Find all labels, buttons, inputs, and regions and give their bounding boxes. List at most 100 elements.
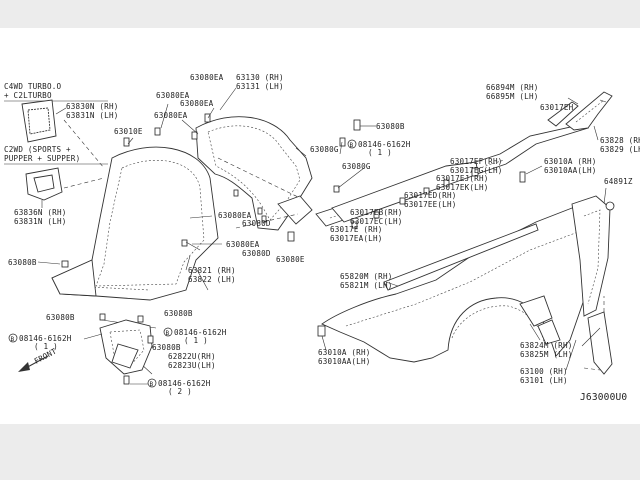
label-64891z: 64891Z — [604, 177, 633, 186]
label-63017eb-rh: 63017EB(RH) — [350, 208, 403, 217]
leader-lines-right — [529, 323, 601, 371]
leader-63010a — [525, 165, 543, 175]
clip-icon — [287, 231, 295, 242]
label-63100-rh: 63100 (RH) — [520, 367, 568, 376]
label-63831n-lh: 63831N (LH) — [66, 111, 119, 120]
clip-icon — [443, 179, 450, 187]
label-63080ea-dup: 63080EA — [226, 240, 260, 249]
label-63080d-2: 63080D — [242, 249, 271, 258]
label-63010a-rh-2: 63010A (RH) — [318, 348, 371, 357]
leader-08146-1 — [83, 333, 103, 340]
label-63010aa-lh-2: 63010AA(LH) — [318, 357, 371, 366]
clip-icon — [261, 215, 267, 223]
leader-66894 — [567, 97, 607, 105]
label-63017eh: 63017EH — [540, 103, 574, 112]
label-63080g-2: 63080G — [342, 162, 371, 171]
label-63080ea-2: 63080EA — [180, 99, 214, 108]
clip-icon — [339, 137, 346, 147]
bolt-callout-1: B — [8, 333, 18, 343]
note-sports-line2: PUPPER + SUPPER) — [4, 154, 80, 163]
clip-icon — [191, 131, 198, 140]
label-63825m-lh: 63825M (LH) — [520, 350, 573, 359]
front-fender-panel-part — [321, 203, 599, 363]
label-66894m-rh: 66894M (RH) — [486, 83, 539, 92]
label-08146-2-qty: ( 1 ) — [184, 336, 208, 345]
label-63080ea-5: 63080EA — [218, 211, 252, 220]
label-08146-2: 08146-6162H — [174, 328, 227, 337]
turbo-bracket-part — [21, 99, 67, 143]
leader-65820 — [385, 281, 399, 287]
label-63017ee-lh: 63017EE(LH) — [404, 200, 457, 209]
label-63824m-rh: 63824M (RH) — [520, 341, 573, 350]
note-turbo-line1: C4WD TURBO.O — [4, 82, 61, 91]
clip-icon — [137, 315, 144, 323]
label-63017ef-rh: 63017EF(RH) — [450, 157, 503, 166]
label-63017ed-rh: 63017ED(RH) — [404, 191, 457, 200]
fender-liner-part — [51, 146, 219, 301]
label-63080b-5: 63080B — [376, 122, 405, 131]
label-63017ek-lh: 63017EK(LH) — [436, 183, 489, 192]
note-sports-line1: C2WD (SPORTS + — [4, 145, 71, 154]
label-63101-lh: 63101 (LH) — [520, 376, 568, 385]
exploded-parts-diagram: C4WD TURBO.O + C2LTURBO C2WD (SPORTS + P… — [4, 73, 640, 403]
note-turbo-line2: + C2LTURBO — [4, 91, 52, 100]
fender-side-bracket-part — [571, 195, 613, 375]
label-63080b-2: 63080B — [46, 313, 75, 322]
mud-guard-part — [99, 319, 153, 375]
label-08146-3-qty: ( 1 ) — [368, 148, 392, 157]
label-63080b-4: 63080B — [152, 343, 181, 352]
clip-icon — [233, 189, 239, 197]
bolt-callout-mid: B — [347, 139, 357, 149]
label-63080ea-4: 63080EA — [190, 73, 224, 82]
grommet-icon — [605, 201, 615, 211]
label-63017ea-lh: 63017EA(LH) — [330, 234, 383, 243]
parts-diagram-sheet: C4WD TURBO.O + C2LTURBO C2WD (SPORTS + P… — [0, 28, 640, 424]
clip-icon — [353, 119, 361, 131]
label-63131-lh: 63131 (LH) — [236, 82, 284, 91]
garnish-trim-part — [547, 91, 613, 131]
clip-icon — [399, 197, 406, 205]
label-66895m-lh: 66895M (LH) — [486, 92, 539, 101]
clip-icon — [181, 239, 188, 247]
label-63010aa-lh: 63010AA(LH) — [544, 166, 597, 175]
clip-icon — [204, 113, 211, 123]
bolt-callout-3: B — [147, 378, 157, 388]
bolt-icon — [317, 325, 326, 337]
bolt-icon — [123, 375, 130, 385]
label-63017ej-rh: 63017EJ(RH) — [436, 174, 489, 183]
label-63080ea-1: 63080EA — [156, 91, 190, 100]
leader-64891z — [603, 187, 607, 205]
bolt-icon — [519, 171, 526, 183]
label-08146-3: 08146-6162H — [358, 140, 411, 149]
clip-icon — [333, 185, 340, 193]
leader-63828 — [593, 125, 599, 141]
label-08146-1: 08146-6162H — [19, 334, 72, 343]
front-arrow-icon — [18, 355, 49, 372]
label-08146-4-qty: ( 2 ) — [168, 387, 192, 396]
label-65821m-lh: 65821M (LH) — [340, 281, 393, 290]
clip-icon — [99, 313, 106, 321]
label-63080e: 63080E — [276, 255, 305, 264]
diagram-code: J63000U0 — [580, 392, 627, 403]
label-63080b-3: 63080B — [164, 309, 193, 318]
label-63017eg-lh: 63017EG(LH) — [450, 166, 503, 175]
clip-icon — [61, 260, 69, 268]
leader-63010a-2 — [321, 335, 327, 351]
svg-text:B: B — [166, 330, 170, 337]
svg-text:B: B — [11, 336, 15, 343]
upper-inner-liner-part — [195, 116, 313, 231]
svg-text:B: B — [150, 381, 154, 388]
label-63010a-rh: 63010A (RH) — [544, 157, 597, 166]
clip-icon — [471, 167, 479, 177]
label-63010e: 63010E — [114, 127, 143, 136]
label-63828-rh: 63828 (RH) — [600, 136, 640, 145]
clip-icon — [423, 187, 430, 195]
clip-icon — [147, 335, 154, 344]
label-08146-1-qty: ( 1 ) — [34, 342, 58, 351]
note-dash-leaders — [63, 119, 105, 189]
svg-text:B: B — [350, 142, 354, 149]
label-63080ea-3: 63080EA — [154, 111, 188, 120]
label-63821-rh: 63821 (RH) — [188, 266, 236, 275]
label-63829-lh: 63829 (LH) — [600, 145, 640, 154]
label-63080b-1: 63080B — [8, 258, 37, 267]
